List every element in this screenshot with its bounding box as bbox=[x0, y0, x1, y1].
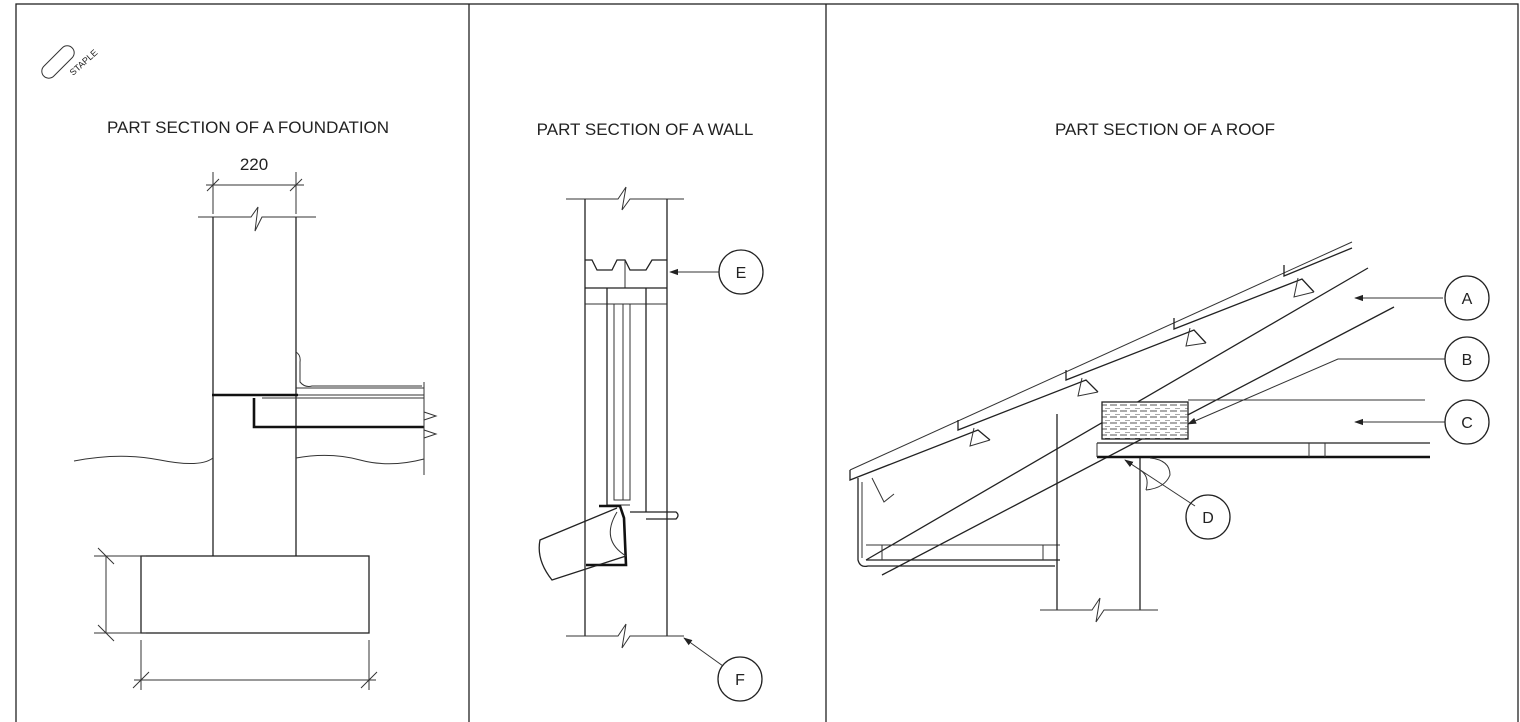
footing-width-dimension bbox=[132, 640, 378, 690]
footing-depth-dimension bbox=[94, 547, 146, 642]
callout-f: F bbox=[683, 637, 763, 702]
wall-break-line bbox=[198, 206, 316, 232]
staple-label: STAPLE bbox=[68, 47, 100, 77]
callout-f-label: F bbox=[735, 672, 745, 689]
callout-a: A bbox=[1354, 275, 1490, 321]
roof-title: PART SECTION OF A ROOF bbox=[1055, 120, 1275, 139]
callout-e-label: E bbox=[736, 265, 747, 282]
callout-e-bubble bbox=[718, 249, 764, 295]
ground-line-left bbox=[73, 455, 214, 464]
foundation-panel: PART SECTION OF A FOUNDATION 220 bbox=[73, 118, 438, 690]
roof-tile-line bbox=[849, 241, 1353, 471]
ground-line-right bbox=[295, 454, 425, 465]
cornice bbox=[1145, 457, 1171, 491]
wall-title: PART SECTION OF A WALL bbox=[537, 120, 754, 139]
lintel bbox=[585, 259, 667, 271]
callout-c: C bbox=[1354, 399, 1490, 445]
insulation-block bbox=[1101, 401, 1189, 440]
callout-c-bubble bbox=[1444, 399, 1490, 445]
roof-tiles bbox=[849, 247, 1353, 503]
callout-b: B bbox=[1187, 336, 1490, 425]
callout-a-bubble bbox=[1444, 275, 1490, 321]
wall-width-value: 220 bbox=[240, 155, 268, 174]
roof-wall-break bbox=[1040, 597, 1158, 623]
fascia-gutter bbox=[857, 478, 1055, 568]
callout-c-label: C bbox=[1461, 415, 1473, 432]
callout-d-bubble bbox=[1185, 494, 1231, 540]
callout-d-label: D bbox=[1202, 510, 1214, 527]
footing bbox=[140, 555, 370, 634]
staple-icon bbox=[41, 45, 75, 79]
callout-e: E bbox=[669, 249, 764, 295]
callout-d: D bbox=[1124, 459, 1231, 540]
callout-b-label: B bbox=[1462, 352, 1473, 369]
callout-f-bubble bbox=[717, 656, 763, 702]
sheet-border bbox=[15, 3, 1519, 722]
wall-top-break bbox=[566, 186, 684, 211]
wall-panel: PART SECTION OF A WALL E bbox=[537, 120, 764, 702]
wall-bottom-break bbox=[566, 623, 684, 649]
foundation-title: PART SECTION OF A FOUNDATION bbox=[107, 118, 389, 137]
roof-panel: PART SECTION OF A ROOF bbox=[849, 120, 1490, 623]
floor-slab-membrane bbox=[252, 398, 424, 429]
rafter-bottom bbox=[881, 306, 1395, 576]
wall-width-dimension: 220 bbox=[206, 155, 304, 214]
external-sill bbox=[586, 504, 628, 567]
internal-sill bbox=[630, 511, 679, 520]
staple-marker: STAPLE bbox=[41, 45, 100, 79]
callout-a-label: A bbox=[1462, 291, 1473, 308]
callout-b-bubble bbox=[1444, 336, 1490, 382]
window-frame bbox=[613, 303, 631, 501]
